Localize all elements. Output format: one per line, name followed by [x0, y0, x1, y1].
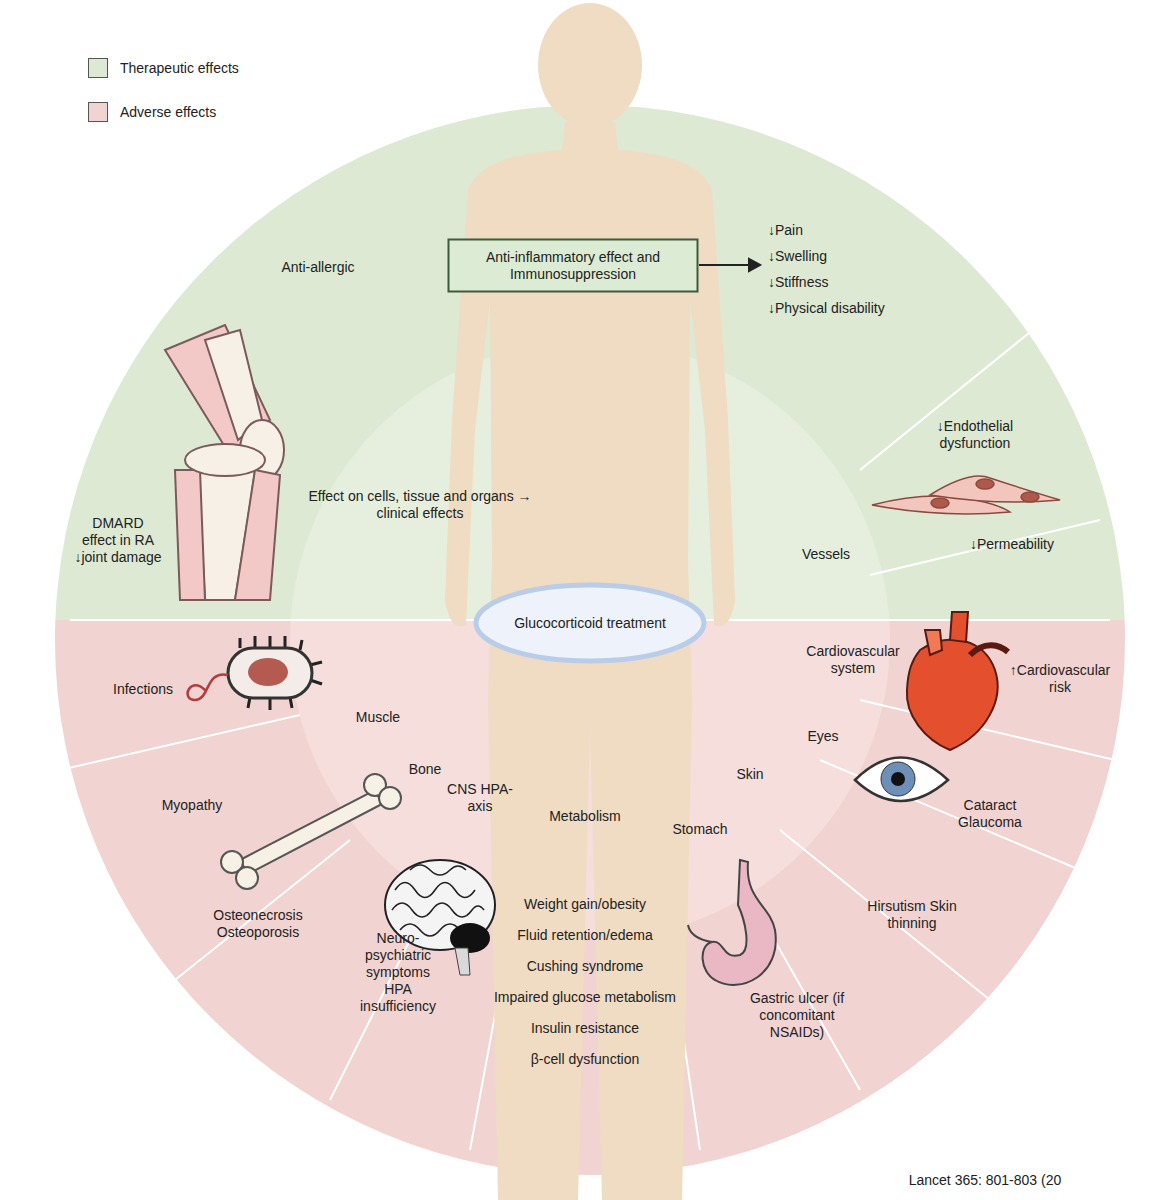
node-text: Glucocorticoid treatment: [492, 615, 688, 632]
effect-wheel: [55, 105, 1125, 1175]
node-shape: [476, 585, 704, 661]
annotation-label: Skin: [720, 766, 780, 783]
annotation-label: ↑Cardiovascular risk: [1003, 662, 1118, 696]
annotation-label: ↓Permeability: [952, 536, 1072, 553]
annotation-label: Vessels: [781, 546, 871, 563]
annotation-label: Effect on cells, tissue and organs → cli…: [300, 488, 540, 522]
annotation-label: Osteonecrosis Osteoporosis: [206, 907, 311, 941]
annotation-label: DMARD effect in RA ↓joint damage: [74, 515, 162, 566]
annotation-label: ↓Endothelial dysfunction: [923, 418, 1028, 452]
annotation-label: Cushing syndrome: [475, 958, 695, 975]
node-text: Anti-inflammatory effect and Immunosuppr…: [467, 249, 679, 283]
annotation-label: β-cell dysfunction: [475, 1051, 695, 1068]
heart-illustration: [907, 612, 1008, 750]
annotation-label: Neuro-psychiatric symptoms HPA insuffici…: [358, 930, 438, 1015]
treatment-ellipse: Glucocorticoid treatment: [472, 581, 708, 665]
annotation-label: Infections: [93, 681, 193, 698]
endothelial-cells: [872, 476, 1060, 514]
annotation-label: Muscle: [338, 709, 418, 726]
annotation-label: Anti-allergic: [248, 259, 388, 276]
annotation-label: Bone: [395, 761, 455, 778]
annotation-label: ↓Physical disability: [768, 300, 938, 317]
annotation-label: ↓Stiffness: [768, 274, 938, 291]
head: [538, 3, 642, 127]
legend-row: Therapeutic effects: [88, 58, 239, 78]
annotation-label: Lancet 365: 801-803 (20: [845, 1172, 1125, 1189]
legend-swatch: [88, 58, 108, 78]
annotation-label: Metabolism: [530, 808, 640, 825]
annotation-label: Gastric ulcer (if concomitant NSAIDs): [743, 990, 851, 1041]
annotation-label: Weight gain/obesity: [475, 896, 695, 913]
effect-box: Anti-inflammatory effect and Immunosuppr…: [447, 238, 699, 293]
bacterium-illustration: [188, 636, 322, 710]
annotation-label: Eyes: [793, 728, 853, 745]
annotation-label: ↓Pain: [768, 222, 938, 239]
annotation-label: Myopathy: [142, 797, 242, 814]
annotation-label: CNS HPA-axis: [445, 781, 515, 815]
legend-text: Therapeutic effects: [120, 60, 239, 76]
legend-swatch: [88, 102, 108, 122]
bone-illustration: [221, 774, 401, 889]
annotation-label: ↓Swelling: [768, 248, 938, 265]
node-shape: [449, 240, 698, 292]
eye-illustration: [855, 758, 948, 802]
annotation-label: Hirsutism Skin thinning: [867, 898, 957, 932]
annotation-label: Impaired glucose metabolism: [475, 989, 695, 1006]
legend-row: Adverse effects: [88, 102, 216, 122]
annotation-label: Stomach: [660, 821, 740, 838]
leader-arrow: [699, 259, 760, 271]
annotation-label: Insulin resistance: [475, 1020, 695, 1037]
stomach-illustration: [688, 860, 776, 985]
annotation-label: Cardiovascular system: [798, 643, 908, 677]
legend-text: Adverse effects: [120, 104, 216, 120]
knee-illustration: [165, 325, 284, 600]
human-silhouette: [445, 122, 735, 1200]
annotation-label: Cataract Glaucoma: [950, 797, 1030, 831]
annotation-label: Fluid retention/edema: [475, 927, 695, 944]
